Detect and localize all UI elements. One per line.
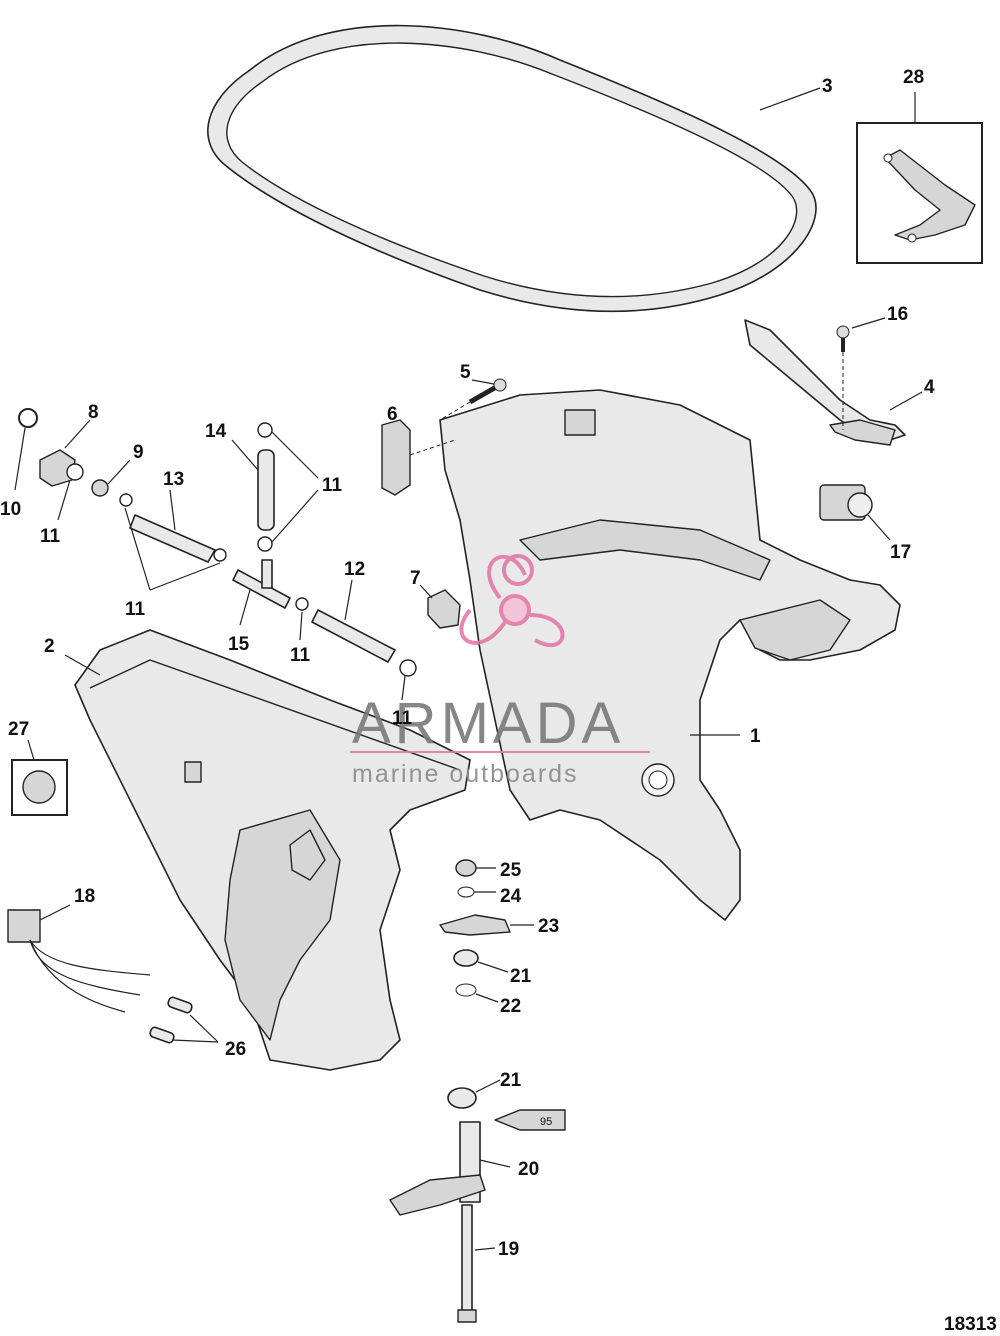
callout-22: 22 — [500, 996, 521, 1017]
callout-1: 1 — [750, 726, 761, 747]
callout-8: 8 — [88, 402, 99, 423]
callout-12: 12 — [344, 559, 365, 580]
callout-11-c: 11 — [322, 475, 343, 496]
armada-watermark: ARMADA marine outboards — [350, 554, 650, 788]
callout-9: 9 — [133, 442, 144, 463]
bolt-part-5 — [439, 378, 507, 421]
bracket-part-4 — [744, 319, 923, 446]
callout-16: 16 — [887, 304, 908, 325]
callout-24: 24 — [500, 886, 522, 907]
plate-part-23 — [439, 914, 534, 936]
bolt-part-19 — [457, 1204, 496, 1323]
clamp-parts-11 — [57, 422, 417, 701]
callout-15: 15 — [228, 634, 250, 655]
nut-part-25 — [455, 859, 496, 877]
callout-21-a: 21 — [510, 966, 532, 987]
callout-23: 23 — [538, 916, 559, 937]
lubricant-tube: 95 — [494, 1109, 566, 1131]
rear-cowl-part-1 — [439, 389, 901, 921]
callout-labels: 1 2 3 4 5 6 7 8 9 10 11 11 11 11 11 12 1… — [0, 67, 935, 1260]
propeller-logo-icon — [459, 554, 565, 648]
callout-11-a: 11 — [40, 526, 61, 547]
watermark-tagline: marine outboards — [352, 760, 579, 788]
seal-part-10 — [14, 408, 38, 491]
callout-5: 5 — [460, 362, 471, 383]
screw-part-16 — [836, 317, 886, 430]
callout-18: 18 — [74, 886, 95, 907]
callout-27: 27 — [8, 719, 29, 740]
bracket-part-6 — [381, 419, 456, 496]
seal-ring-part-3 — [207, 24, 821, 313]
terminals-part-26 — [149, 996, 219, 1044]
tee-fitting-part-15 — [232, 559, 291, 626]
drawing-number: 18313 — [944, 1314, 997, 1335]
callout-2: 2 — [44, 636, 55, 657]
washer-part-24 — [457, 886, 496, 898]
bushing-part-21-lower — [447, 1079, 501, 1109]
lever-part-20 — [389, 1121, 511, 1216]
callout-7: 7 — [410, 568, 421, 589]
inset-box-part-27 — [11, 739, 68, 816]
callout-11-b: 11 — [125, 599, 146, 620]
fitting-part-9 — [91, 459, 131, 497]
callout-21-b: 21 — [500, 1070, 522, 1091]
callout-6: 6 — [387, 404, 398, 425]
clip-part-7 — [419, 584, 461, 629]
harness-part-18 — [7, 904, 151, 1013]
callout-11-e: 11 — [392, 708, 413, 729]
callout-4: 4 — [924, 377, 935, 398]
hose-part-13 — [129, 489, 216, 563]
callout-19: 19 — [498, 1239, 519, 1260]
hose-part-14 — [231, 439, 275, 531]
callout-10: 10 — [0, 499, 21, 520]
grommet-part-8 — [39, 419, 91, 487]
front-cowl-part-2 — [64, 629, 471, 1071]
callout-25: 25 — [500, 860, 522, 881]
callout-17: 17 — [890, 542, 911, 563]
callout-26: 26 — [225, 1039, 246, 1060]
callout-20: 20 — [518, 1159, 539, 1180]
bushing-part-21 — [453, 949, 509, 973]
callout-13: 13 — [163, 469, 184, 490]
callout-28: 28 — [903, 67, 924, 88]
callout-3: 3 — [822, 76, 833, 97]
tube-label: 95 — [540, 1116, 552, 1128]
callout-11-d: 11 — [290, 645, 311, 666]
latch-part-17 — [819, 484, 891, 541]
inset-box-part-28 — [856, 92, 983, 264]
seal-part-22 — [455, 983, 499, 1003]
watermark-brand: ARMADA — [352, 691, 624, 756]
callout-14: 14 — [205, 421, 227, 442]
hose-part-12 — [311, 579, 396, 663]
